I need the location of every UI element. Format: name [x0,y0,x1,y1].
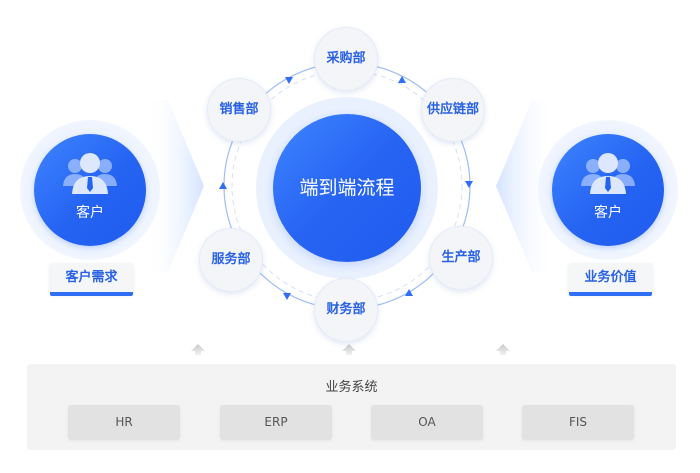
system-hr: HR [68,405,180,440]
flow-arrow-icon [398,76,406,83]
flow-arrow-icon [405,289,413,296]
business-value-label: 业务价值 [569,263,652,296]
left-customer: 客户 [34,134,146,246]
customer-group-icon [63,153,117,194]
dept-service: 服务部 [199,228,263,292]
right-chevron [496,100,554,272]
flow-arrow-icon [219,182,227,189]
flow-arrow-icon [285,77,293,84]
flow-arrow-icon [283,293,291,300]
right-customer-label: 客户 [594,205,622,221]
dept-finance: 财务部 [314,278,378,342]
dept-sales: 销售部 [207,78,271,142]
system-oa: OA [371,405,483,440]
business-systems-title: 业务系统 [325,380,378,395]
left-customer-label: 客户 [76,205,104,221]
right-customer: 客户 [552,134,664,246]
customer-group-icon [581,153,635,194]
up-arrow-icon [496,344,510,355]
dept-supply-chain: 供应链部 [421,78,485,142]
customer-demand-label: 客户需求 [50,263,133,296]
system-fis: FIS [522,405,634,440]
system-erp: ERP [220,405,332,440]
dept-production: 生产部 [429,226,493,290]
left-chevron [146,100,204,272]
business-systems-panel: 业务系统 HR ERP OA FIS [27,364,676,450]
up-arrow-icon [342,344,356,355]
dept-purchasing: 采购部 [314,27,378,91]
up-arrow-icon [191,344,205,355]
end-to-end-process: 端到端流程 [273,114,421,262]
flow-arrow-icon [465,181,473,188]
